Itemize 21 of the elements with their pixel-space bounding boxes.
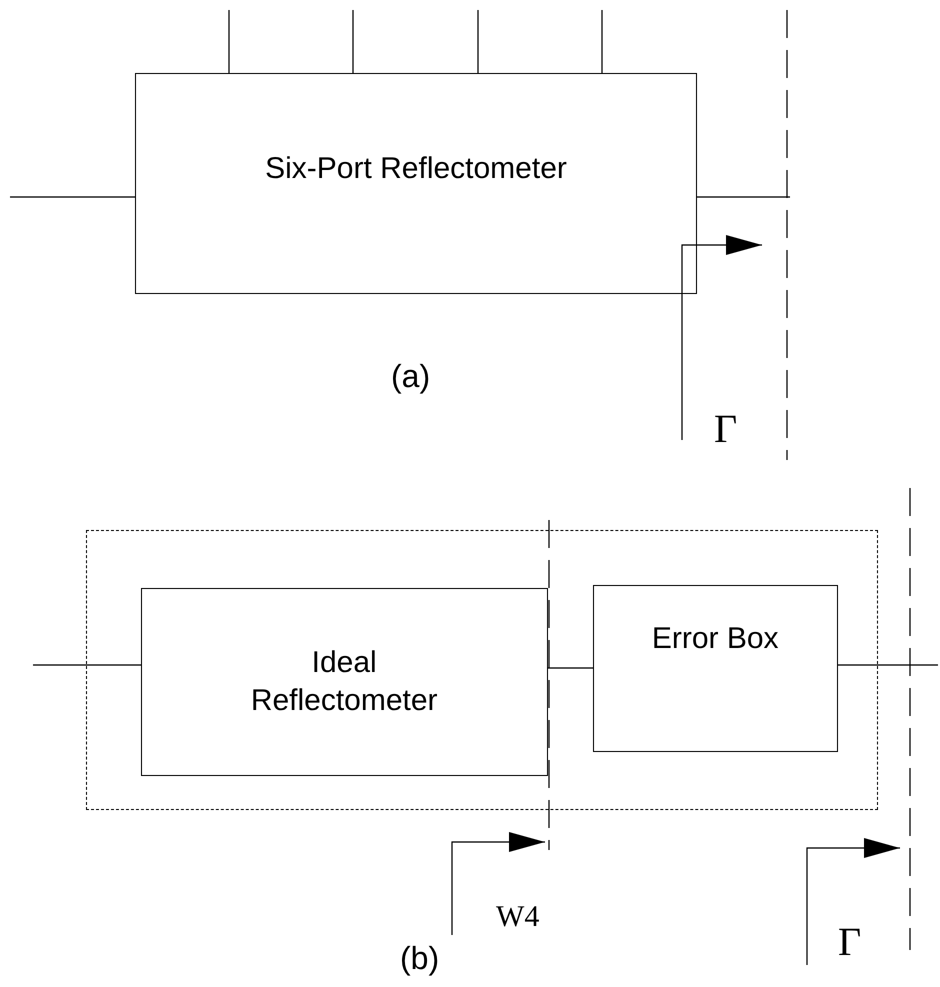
process-box xyxy=(135,73,697,294)
connector-line xyxy=(548,667,593,669)
dashed-boundary-box xyxy=(86,530,878,810)
box-label: Error Box xyxy=(652,620,779,657)
panel-label: (a) xyxy=(391,358,430,395)
connector-line xyxy=(477,10,479,73)
connector-line xyxy=(228,10,230,73)
reflection-symbol: Γ xyxy=(714,405,738,452)
connector-line xyxy=(838,664,938,666)
plane-label: W4 xyxy=(496,900,540,934)
box-label: Ideal Reflectometer xyxy=(250,645,439,719)
process-box xyxy=(592,584,838,752)
connector-line xyxy=(10,196,135,198)
connector-line xyxy=(697,196,790,198)
connector-line xyxy=(352,10,354,73)
panel-label: (b) xyxy=(400,940,440,977)
connector-line xyxy=(601,10,603,73)
box-label: Six-Port Reflectometer xyxy=(265,150,567,187)
connector-line xyxy=(33,664,141,666)
reflection-symbol: Γ xyxy=(838,918,862,965)
process-box xyxy=(140,588,548,776)
